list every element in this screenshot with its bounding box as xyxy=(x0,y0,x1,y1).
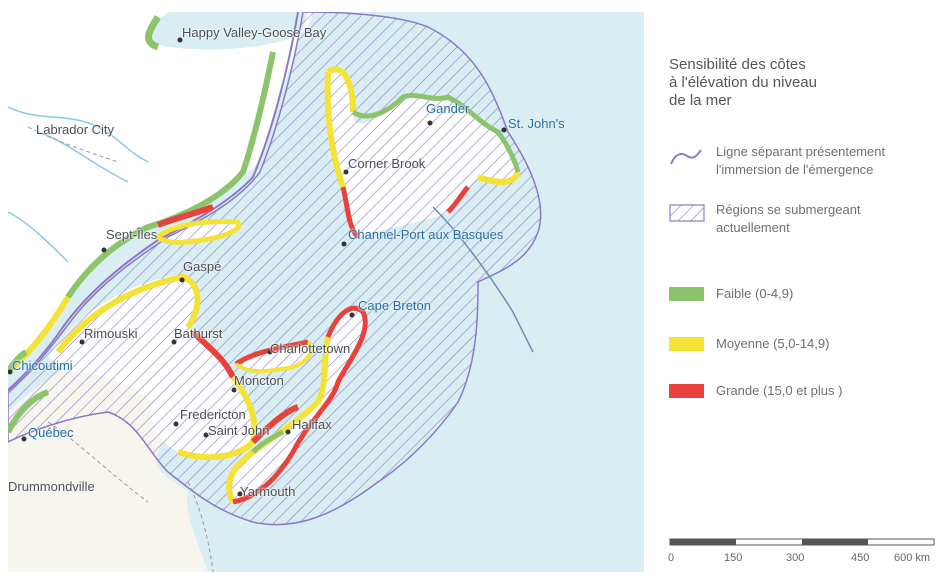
city-label-labrador-city: Labrador City xyxy=(36,122,115,137)
rivers xyxy=(8,106,149,263)
scale-tick-450: 450 xyxy=(851,552,870,564)
legend-title-line-3: de la mer xyxy=(669,92,732,109)
scale-tick-0: 0 xyxy=(668,552,675,564)
cable-line xyxy=(432,206,534,353)
legend-moyenne: Moyenne (5,0-14,9) xyxy=(716,336,830,351)
coast-red-nfld xyxy=(340,185,470,239)
city-label-sept-iles: Sept-Îles xyxy=(106,227,158,242)
legend-regions-line-2: actuellement xyxy=(716,220,790,235)
legend-panel: Sensibilité des côtes à l'élévation du n… xyxy=(666,0,950,574)
city-dot xyxy=(267,349,273,355)
city-dot xyxy=(231,387,237,393)
city-dot xyxy=(179,277,185,283)
coast-red-ns xyxy=(232,305,368,505)
city-label-moncton: Moncton xyxy=(234,373,284,388)
legend-grande: Grande (15,0 et plus ) xyxy=(716,383,843,398)
coast-green-nfld xyxy=(351,93,521,173)
mainland xyxy=(8,12,313,372)
coast-yellow-nb xyxy=(177,375,258,461)
coast-red-nb xyxy=(250,404,300,445)
coast-yellow-anticosti xyxy=(154,219,242,245)
province-boundary xyxy=(27,126,214,572)
city-label-charlottetown: Charlottetown xyxy=(270,341,351,356)
coast-red-north xyxy=(156,204,214,228)
city-dot xyxy=(171,339,177,345)
swatch-moyenne xyxy=(669,337,704,351)
city-dot xyxy=(343,169,349,175)
city-dot xyxy=(79,339,85,345)
city-label-drummondville: Drummondville xyxy=(8,479,95,494)
coast-yellow-nfld-west xyxy=(324,71,346,188)
coast-yellow-gaspe xyxy=(55,273,201,354)
coast-green-top xyxy=(145,15,161,51)
city-markers xyxy=(8,37,507,497)
legend-regions-line-1: Régions se submergeant xyxy=(716,202,861,217)
swatch-grande xyxy=(669,384,704,398)
coast-yellow-ns xyxy=(226,336,331,504)
coast-red-gaspe xyxy=(190,329,236,379)
wave-line-icon xyxy=(670,149,702,165)
city-label-happy-valley: Happy Valley-Goose Bay xyxy=(182,25,327,40)
submerging-region xyxy=(8,12,542,526)
city-dot xyxy=(341,241,347,247)
map-canvas xyxy=(8,12,644,572)
legend-ligne-line-1: Ligne séparant présentement xyxy=(716,144,886,159)
city-label-halifax: Halifax xyxy=(292,417,332,432)
scale-tick-600: 600 km xyxy=(894,552,931,564)
scale-tick-300: 300 xyxy=(786,552,805,564)
coast-green-ns xyxy=(251,429,285,454)
city-label-quebec: Québec xyxy=(28,425,74,440)
city-dot xyxy=(237,491,243,497)
city-label-bathurst: Bathurst xyxy=(174,326,223,341)
city-label-fredericton: Fredericton xyxy=(180,407,246,422)
city-dot xyxy=(101,247,107,253)
scale-bar xyxy=(669,538,935,546)
legend-ligne-line-2: l'immersion de l'émergence xyxy=(716,162,874,177)
city-label-gaspe: Gaspé xyxy=(183,259,222,274)
hatch-box-icon xyxy=(669,204,705,222)
coast-yellow-nfld xyxy=(326,66,521,185)
city-dot xyxy=(8,369,13,375)
coast-yellow-pei xyxy=(234,340,314,374)
coast-green-north xyxy=(65,51,276,299)
scale-tick-150: 150 xyxy=(724,552,743,564)
city-dot xyxy=(285,429,291,435)
city-label-rimouski: Rimouski xyxy=(84,326,138,341)
city-dot xyxy=(173,421,179,427)
city-label-gander: Gander xyxy=(426,101,470,116)
city-label-saint-john: Saint John xyxy=(208,423,270,438)
city-dot xyxy=(203,432,209,438)
city-dot xyxy=(427,120,433,126)
city-label-cape-breton: Cape Breton xyxy=(358,298,431,313)
city-label-channel-port: Channel-Port aux Basques xyxy=(348,227,504,242)
city-label-st-johns: St. John's xyxy=(508,116,565,131)
city-dot xyxy=(177,37,183,43)
city-dot xyxy=(349,312,355,318)
legend-faible: Faible (0-4,9) xyxy=(716,286,794,301)
city-dot xyxy=(21,436,27,442)
city-dot xyxy=(501,127,507,133)
city-label-corner-brook: Corner Brook xyxy=(348,156,426,171)
swatch-faible xyxy=(669,287,704,301)
city-label-chicoutimi: Chicoutimi xyxy=(12,358,73,373)
map-panel: Happy Valley-Goose Bay Labrador City Gan… xyxy=(8,12,644,572)
city-label-yarmouth: Yarmouth xyxy=(240,484,296,499)
legend-title-line-2: à l'élévation du niveau xyxy=(669,74,817,91)
legend-title-line-1: Sensibilité des côtes xyxy=(669,56,806,73)
